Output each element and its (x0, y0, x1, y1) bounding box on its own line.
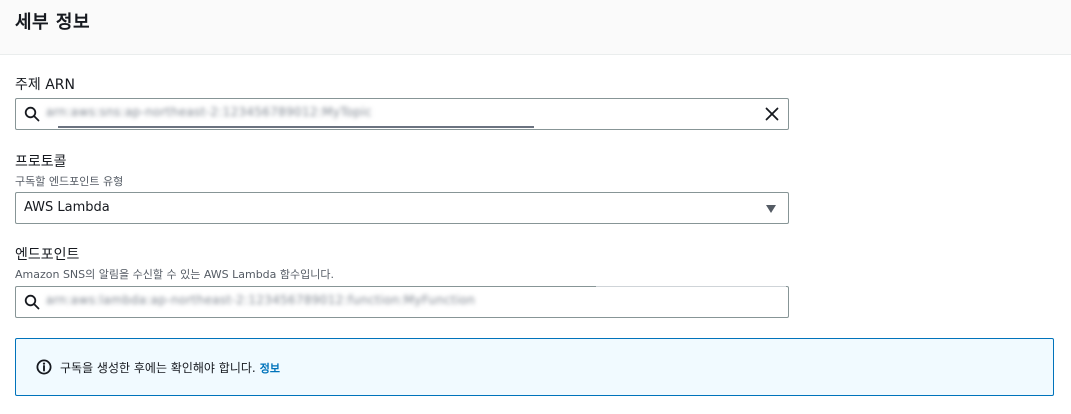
topic-arn-value: arn:aws:sns:ap-northeast-2:123456789012:… (46, 105, 372, 119)
endpoint-input[interactable]: arn:aws:lambda:ap-northeast-2:1234567890… (15, 286, 789, 318)
alert-message: 구독을 생성한 후에는 확인해야 합니다. (60, 361, 256, 375)
alert-message-row: 구독을 생성한 후에는 확인해야 합니다.정보 (60, 359, 280, 376)
topic-arn-label: 주제 ARN (15, 77, 75, 93)
topic-arn-input[interactable]: arn:aws:sns:ap-northeast-2:123456789012:… (15, 98, 789, 130)
endpoint-top-marker (596, 286, 786, 287)
protocol-description: 구독할 엔드포인트 유형 (15, 175, 124, 188)
search-icon (24, 294, 40, 310)
info-alert: 구독을 생성한 후에는 확인해야 합니다.정보 (15, 338, 1054, 396)
protocol-selected-value: AWS Lambda (24, 200, 110, 215)
info-link[interactable]: 정보 (259, 362, 280, 375)
close-icon[interactable] (764, 106, 780, 122)
search-icon (24, 106, 40, 122)
protocol-label: 프로토콜 (15, 154, 67, 170)
endpoint-value: arn:aws:lambda:ap-northeast-2:1234567890… (46, 293, 476, 307)
protocol-select[interactable]: AWS Lambda (15, 192, 789, 224)
panel-header: 세부 정보 (0, 0, 1071, 55)
caret-down-icon (766, 205, 776, 213)
endpoint-description: Amazon SNS의 알림을 수신할 수 있는 AWS Lambda 함수입니… (15, 268, 334, 281)
topic-arn-underline (58, 126, 534, 128)
section-title: 세부 정보 (15, 12, 91, 33)
endpoint-label: 엔드포인트 (15, 247, 80, 263)
info-icon (36, 359, 52, 375)
